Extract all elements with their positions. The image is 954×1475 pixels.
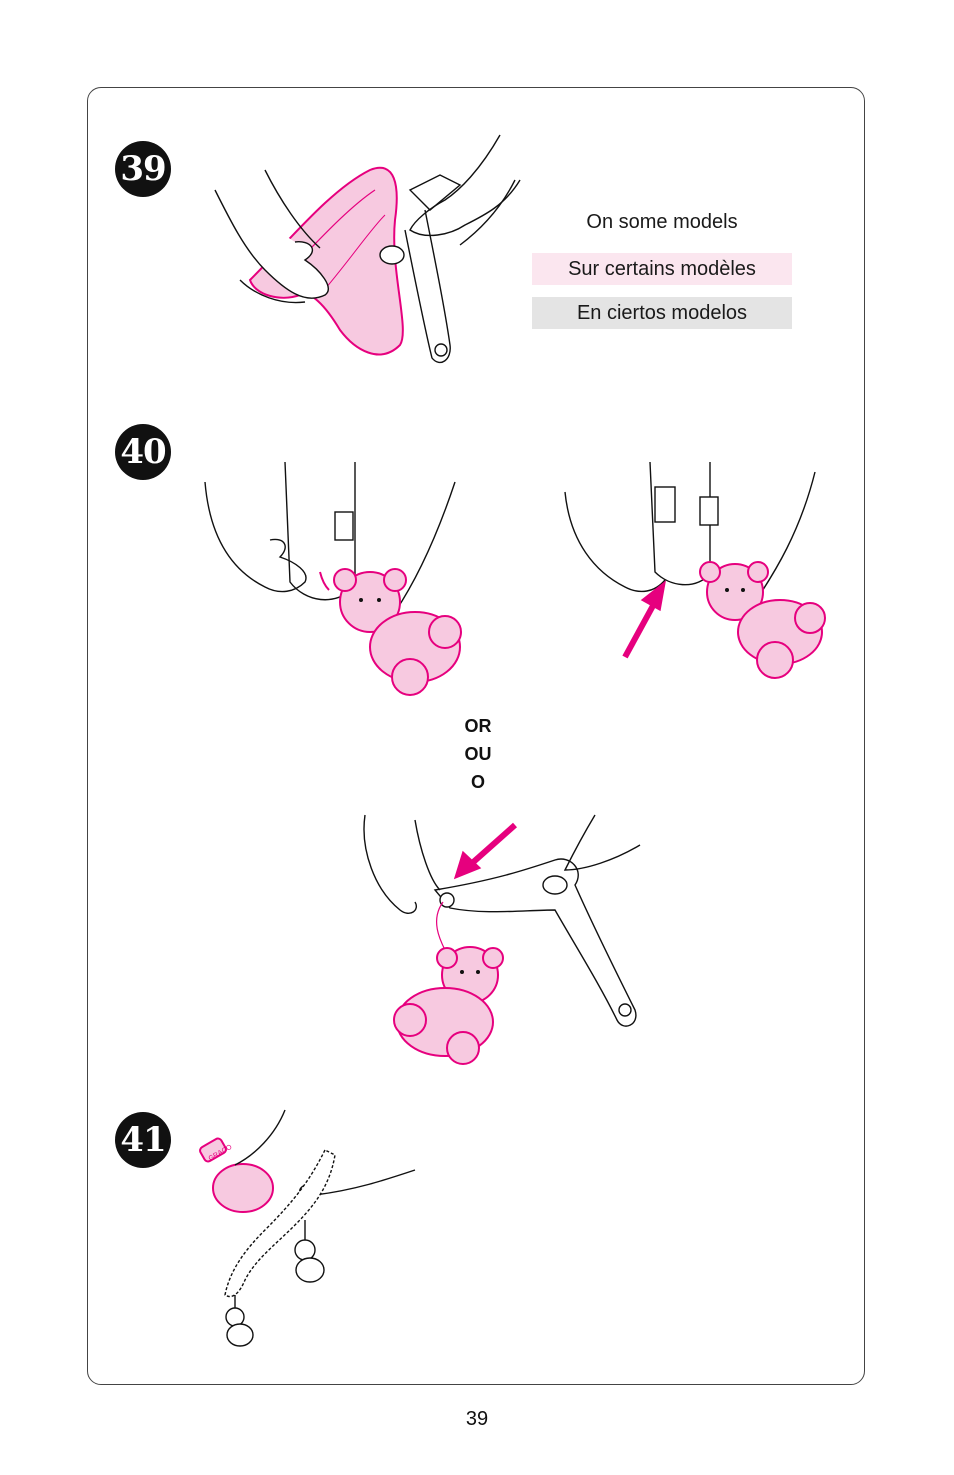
illustration-step-40-alternate bbox=[363, 814, 641, 1065]
caption-french: Sur certains modèles bbox=[532, 253, 792, 285]
step-number-40: 40 bbox=[115, 424, 171, 480]
step-number-39: 39 bbox=[115, 141, 171, 197]
illustration-step-40-left bbox=[204, 461, 462, 696]
or-separator: OR OU O bbox=[440, 712, 516, 796]
page-number: 39 bbox=[465, 1408, 489, 1430]
step-number-41: 41 bbox=[115, 1112, 171, 1168]
or-label-es: O bbox=[470, 772, 485, 792]
or-label-en: OR bbox=[464, 716, 492, 736]
caption-english: On some models bbox=[586, 210, 738, 233]
illustration-step-41: GRACO bbox=[199, 1109, 416, 1347]
content-frame bbox=[87, 87, 865, 1385]
illustration-step-39 bbox=[214, 134, 521, 363]
illustration-step-40-right bbox=[564, 461, 826, 679]
or-label-fr: OU bbox=[464, 744, 492, 764]
caption-spanish: En ciertos modelos bbox=[532, 297, 792, 329]
